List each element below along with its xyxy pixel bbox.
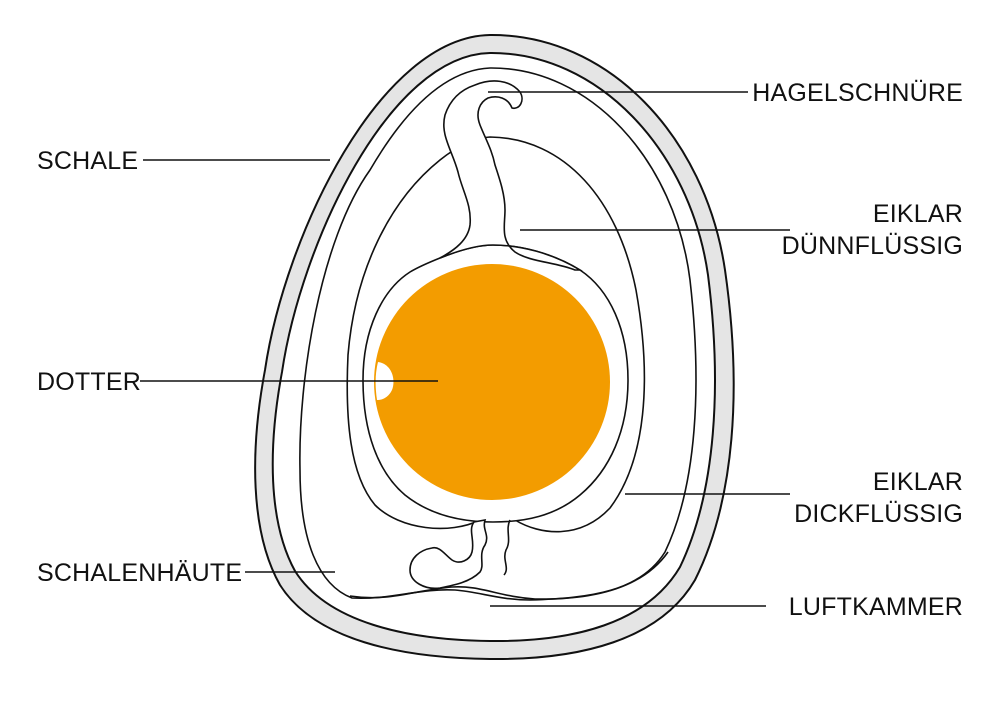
top-chalaza <box>439 80 583 271</box>
label-schale: SCHALE <box>37 147 139 175</box>
label-eiklar-duennfluessig-line1: EIKLAR <box>872 200 963 228</box>
label-hagelschnuere: HAGELSCHNÜRE <box>752 79 963 107</box>
thick-albumen-boundary <box>299 67 697 601</box>
label-schalenhaeute: SCHALENHÄUTE <box>37 559 243 587</box>
label-luftkammer: LUFTKAMMER <box>788 593 963 621</box>
bottom-chalaza <box>409 518 511 590</box>
label-eiklar-duennfluessig-line2: DÜNNFLÜSSIG <box>781 232 963 260</box>
label-eiklar-dickfluessig-line1: EIKLAR <box>872 468 963 496</box>
label-eiklar-dickfluessig: EIKLAR DICKFLÜSSIG <box>794 466 963 530</box>
label-dotter: DOTTER <box>37 368 141 396</box>
air-chamber-line <box>349 551 669 600</box>
label-eiklar-dickfluessig-line2: DICKFLÜSSIG <box>794 500 963 528</box>
yolk <box>374 264 610 500</box>
label-eiklar-duennfluessig: EIKLAR DÜNNFLÜSSIG <box>782 198 963 262</box>
